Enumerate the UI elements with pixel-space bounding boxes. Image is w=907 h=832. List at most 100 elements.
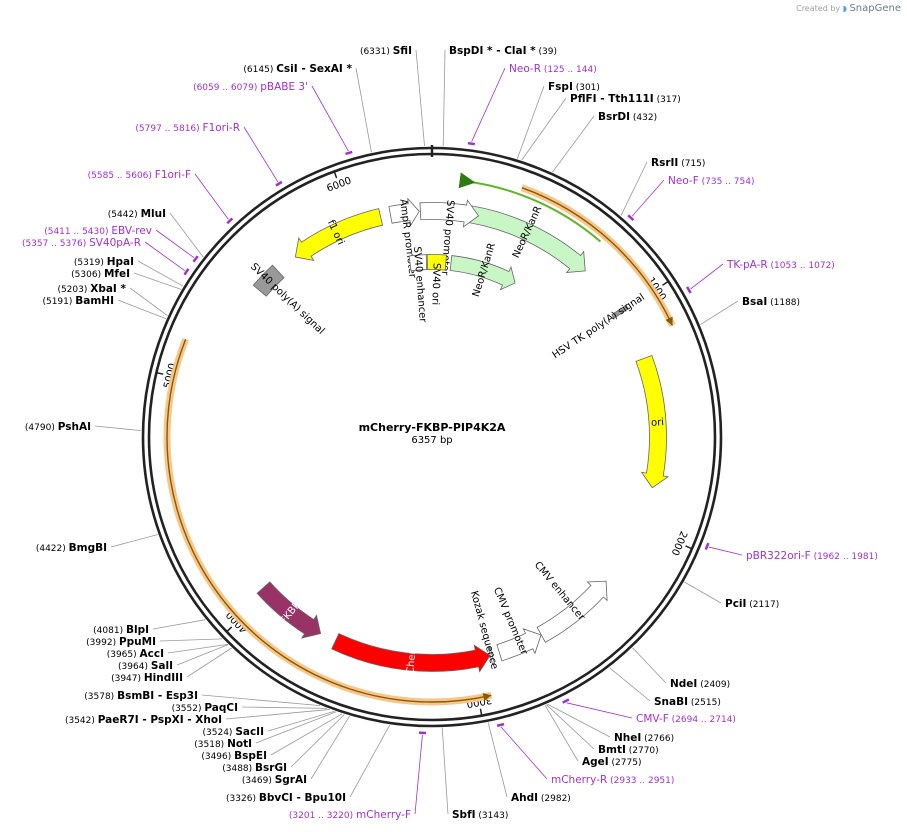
leader-line [544, 704, 579, 762]
leader-line [349, 724, 391, 798]
leader-line [243, 126, 279, 183]
leader-line [516, 85, 545, 159]
leader-lines [94, 49, 743, 815]
leader-line [137, 260, 184, 287]
primer-mark [226, 217, 234, 225]
leader-line [144, 241, 185, 271]
site-label-acci: (3965) AccI [107, 648, 164, 660]
site-label-agei: AgeI (2775) [582, 756, 641, 768]
primer-label-tk-pa-r: TK-pA-R (1053 .. 1072) [726, 259, 835, 271]
primer-mark [467, 141, 476, 146]
site-label-bspei: (3496) BspEI [201, 750, 267, 762]
site-label-sfii: (6331) SfiI [360, 45, 412, 57]
leader-line [110, 534, 158, 548]
site-label-sali: (3964) SalI [118, 660, 173, 672]
primer-label-mcherry-f: (3201 .. 3220) mCherry-F [289, 809, 411, 821]
leader-line [684, 581, 722, 604]
site-label-ppumi: (3992) PpuMI [86, 636, 156, 648]
ruler-tick [333, 171, 338, 179]
site-label-pshai: (4790) PshAI [25, 421, 91, 433]
plasmid-name: mCherry-FKBP-PIP4K2A [359, 421, 506, 434]
ruler-tick [479, 708, 483, 716]
primer-label-pbr322ori-f: pBR322ori-F (1962 .. 1981) [746, 550, 878, 562]
leader-line [500, 726, 548, 780]
orf-arcs [163, 172, 676, 706]
site-label-fspi: FspI (301) [548, 81, 600, 93]
feature-fkbp [256, 581, 322, 639]
leader-line [201, 694, 321, 707]
site-label-ahdi: AhdI (2982) [511, 792, 571, 804]
leader-line [255, 711, 337, 744]
primer-mark [183, 268, 190, 276]
primer-mark [496, 722, 505, 727]
leader-line [355, 67, 372, 153]
site-label-snabi: SnaBI (2515) [654, 696, 721, 708]
primer-label-f1ori-r: (5797 .. 5816) F1ori-R [135, 122, 240, 134]
primer-label-f1ori-f: (5585 .. 5606) F1ori-F [88, 169, 191, 181]
primer-mark [275, 180, 283, 187]
site-label-sbfi: SbfI (3143) [452, 809, 508, 821]
snapgene-brand-text: SnapGene [849, 3, 901, 14]
site-label-hindiii: (3947) HindIII [111, 672, 183, 684]
site-label-xbai: (5203) XbaI * [57, 283, 126, 295]
leader-line [415, 49, 425, 147]
site-label-paqci: (3552) PaqCI [172, 702, 238, 714]
leader-line [194, 173, 229, 220]
created-by-text: Created by [796, 4, 841, 13]
ruler-tick [156, 371, 164, 375]
leader-line [310, 715, 350, 780]
site-label-csii-sexai: (6145) CsiI - SexAI * [243, 63, 352, 75]
feature-sv40-poly-a-signal [252, 264, 285, 297]
feature-label-sv40-poly-a-signal: SV40 poly(A) signal [248, 261, 326, 336]
leader-line [311, 85, 349, 152]
orf-line [521, 187, 674, 326]
feature-ori [635, 354, 670, 489]
feature-sv40-promoter [419, 199, 480, 228]
snapgene-credit: Created by ◗ SnapGene [796, 3, 901, 14]
leader-line [632, 647, 667, 684]
site-label-bsrdi: BsrDI (432) [598, 111, 657, 123]
feature-sv40-enhancer [408, 254, 428, 272]
leader-line [708, 546, 743, 556]
orf-arc [163, 337, 493, 706]
feature-label-mcherry: mCherry [404, 640, 419, 684]
site-label-ndei: NdeI (2409) [670, 678, 730, 690]
primer-label-ebv-rev: (5411 .. 5430) EBV-rev [44, 225, 152, 237]
site-label-bspdi-clai: BspDI * - ClaI * (39) [449, 45, 557, 57]
leader-line [225, 709, 330, 720]
leader-line [94, 425, 142, 431]
feature-neor-kanr [449, 255, 516, 291]
leader-line [441, 727, 449, 815]
leader-line [631, 179, 665, 217]
leader-line [270, 713, 343, 756]
feature-cmv-promoter [496, 628, 542, 662]
leader-line [566, 702, 633, 719]
primer-mark [345, 150, 353, 156]
leader-line [552, 115, 595, 173]
primer-marks [183, 141, 710, 735]
primer-label-neo-r: Neo-R (125 .. 144) [509, 63, 597, 75]
leader-line [547, 703, 611, 738]
feature-mcherry [331, 633, 491, 673]
primer-label-pbabe-3: (6059 .. 6079) pBABE 3' [193, 81, 308, 93]
leader-line [442, 49, 446, 147]
site-label-blpi: (4081) BlpI [93, 624, 149, 636]
primer-label-cmv-f: CMV-F (2694 .. 2714) [636, 713, 736, 725]
leader-line [609, 667, 651, 702]
feature-hsv-tk-poly-a-signal [611, 304, 629, 319]
leader-line [241, 706, 328, 709]
leader-line [167, 644, 228, 654]
leader-line [117, 299, 167, 320]
ruler-tick-label: 2000 [669, 529, 689, 557]
site-label-bbvci-bpu10i: (3326) BbvCI - Bpu10I [226, 792, 346, 804]
feature-cmv-enhancer [536, 580, 608, 643]
site-label-bsai: BsaI (1188) [742, 296, 800, 308]
ruler-tick-label: 6000 [325, 175, 353, 194]
primer-mark [686, 286, 692, 294]
site-label-paer7i-pspxi-xhoi: (3542) PaeR7I - PspXI - XhoI [65, 714, 222, 726]
primer-label-neo-f: Neo-F (735 .. 754) [668, 175, 754, 187]
leader-line [169, 212, 204, 258]
leader-line [487, 722, 508, 798]
